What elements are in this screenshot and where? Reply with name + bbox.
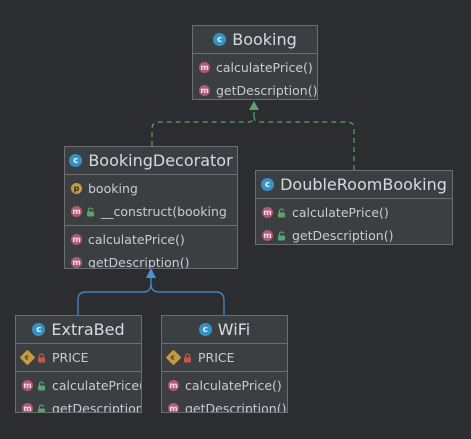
method-icon: m	[22, 403, 33, 413]
class-title: WiFi	[217, 320, 251, 339]
class-icon: c	[69, 154, 83, 167]
public-lock-icon	[276, 230, 286, 241]
method-row[interactable]: m calculatePrice()	[256, 201, 452, 224]
class-node-header: c ExtraBed	[16, 316, 141, 344]
edge-bookingdecorator-implements-booking	[151, 110, 255, 146]
method-icon: m	[168, 380, 179, 391]
methods-section: m calculatePrice() m getDescription()	[65, 226, 237, 269]
method-name: calculatePrice()	[52, 378, 142, 393]
method-row[interactable]: m calculatePrice()	[65, 228, 237, 251]
method-row[interactable]: m calculatePrice()	[193, 56, 317, 79]
method-row[interactable]: m getDescription()	[16, 397, 141, 413]
class-title: DoubleRoomBooking	[280, 175, 447, 194]
method-icon: m	[168, 403, 179, 413]
field-name: booking	[88, 181, 138, 196]
edge-extrabed-extends-bookingdecorator	[77, 278, 152, 315]
methods-section: m calculatePrice() m getDescri	[256, 199, 452, 244]
class-node-doubleroombooking[interactable]: c DoubleRoomBooking m calculatePrice() m	[255, 170, 453, 245]
class-node-wifi[interactable]: c WiFi c PRICE m calculatePrice()	[161, 315, 288, 413]
method-row[interactable]: m getDescription()	[256, 224, 452, 244]
public-lock-icon	[36, 380, 46, 391]
constant-row[interactable]: c PRICE	[16, 346, 141, 369]
method-name: getDescription()	[292, 228, 394, 243]
method-name: calculatePrice()	[292, 205, 389, 220]
methods-section: m calculatePrice() m getDescri	[16, 372, 141, 413]
method-icon: m	[262, 207, 273, 218]
class-title: ExtraBed	[51, 320, 125, 339]
constant-icon: c	[165, 349, 182, 366]
method-row[interactable]: m calculatePrice()	[162, 374, 287, 397]
method-name: calculatePrice()	[216, 60, 313, 75]
implements-arrowhead	[249, 101, 259, 110]
class-node-header: c WiFi	[162, 316, 287, 344]
method-name: getDescription()	[216, 83, 318, 98]
class-node-header: c BookingDecorator	[65, 147, 237, 175]
method-row[interactable]: m calculatePrice()	[16, 374, 141, 397]
class-icon: c	[198, 323, 212, 336]
method-name: getDescription()	[52, 401, 141, 413]
class-node-header: c DoubleRoomBooking	[256, 171, 452, 199]
class-node-bookingdecorator[interactable]: c BookingDecorator p booking m __constru…	[64, 146, 238, 269]
method-icon: m	[199, 85, 210, 96]
method-name: calculatePrice()	[88, 232, 185, 247]
private-lock-icon	[36, 352, 46, 363]
edge-wifi-extends-bookingdecorator	[150, 283, 225, 315]
constants-section: c PRICE	[16, 344, 141, 372]
class-icon: c	[261, 178, 275, 191]
property-icon: p	[71, 183, 82, 194]
method-icon: m	[199, 62, 210, 73]
public-lock-icon	[276, 207, 286, 218]
methods-section: m calculatePrice() m getDescription()	[162, 372, 287, 413]
class-title: BookingDecorator	[88, 151, 233, 170]
method-name: calculatePrice()	[185, 378, 282, 393]
method-icon: m	[262, 230, 273, 241]
methods-section: m calculatePrice() m getDescription()	[193, 54, 318, 99]
method-row[interactable]: m getDescription()	[193, 79, 318, 99]
constructor-name: __construct(booking	[101, 204, 227, 219]
private-lock-icon	[182, 352, 192, 363]
class-title: Booking	[232, 30, 297, 49]
extends-arrowhead	[146, 268, 156, 278]
method-name: getDescription()	[185, 401, 287, 413]
field-row[interactable]: p booking	[65, 177, 237, 200]
method-icon: m	[71, 206, 82, 217]
class-node-extrabed[interactable]: c ExtraBed c PRICE m	[15, 315, 142, 413]
method-row[interactable]: m getDescription()	[65, 251, 237, 269]
public-lock-icon	[36, 403, 46, 412]
class-node-header: c Booking	[193, 26, 317, 54]
constructor-row[interactable]: m __construct(booking	[65, 200, 237, 223]
method-name: getDescription()	[88, 255, 190, 269]
constant-row[interactable]: c PRICE	[162, 346, 287, 369]
class-node-booking[interactable]: c Booking m calculatePrice() m getDescri…	[192, 25, 318, 100]
method-icon: m	[71, 234, 82, 245]
constant-name: PRICE	[198, 350, 235, 365]
edge-doubleroombooking-implements-booking	[253, 115, 355, 170]
class-icon: c	[213, 33, 227, 46]
method-row[interactable]: m getDescription()	[162, 397, 287, 413]
method-icon: m	[22, 380, 33, 391]
constant-name: PRICE	[52, 350, 89, 365]
method-icon: m	[71, 257, 82, 268]
constant-icon: c	[19, 349, 36, 366]
fields-section: p booking m __construct(booking	[65, 175, 237, 226]
class-icon: c	[32, 323, 46, 336]
constants-section: c PRICE	[162, 344, 287, 372]
public-lock-icon	[85, 206, 95, 217]
